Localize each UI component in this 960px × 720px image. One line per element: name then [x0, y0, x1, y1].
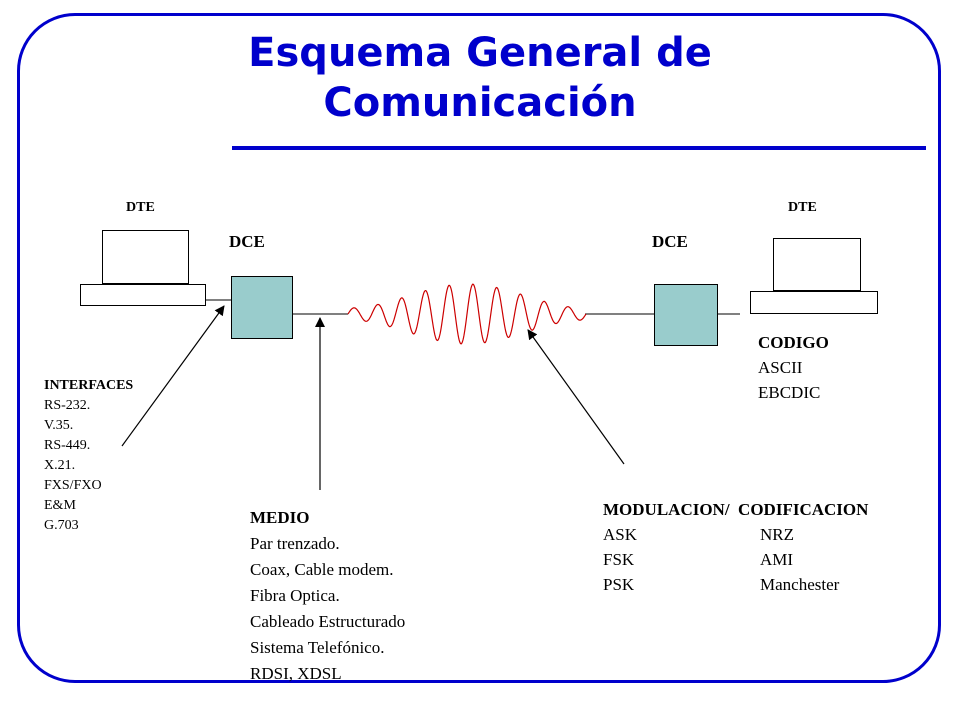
modulacion-type: PSK — [603, 575, 635, 594]
modulacion-row: PSK Manchester — [603, 572, 868, 597]
interfaces-item: E&M — [44, 498, 76, 513]
modulacion-row: FSK AMI — [603, 547, 868, 572]
dte-right-label: DTE — [788, 200, 817, 215]
interfaces-heading: INTERFACES — [44, 378, 134, 393]
title-underline — [232, 146, 926, 150]
interfaces-item: V.35. — [44, 418, 74, 433]
modulacion-heading: MODULACION/ CODIFICACION — [603, 500, 869, 519]
modulacion-row: ASK NRZ — [603, 522, 868, 547]
dce-right-box — [654, 284, 718, 346]
dte-right-monitor — [773, 238, 861, 291]
signal-wave — [347, 283, 587, 345]
medio-item: Coax, Cable modem. — [250, 560, 394, 579]
slide-title: Esquema General de Comunicación — [150, 28, 810, 128]
interfaces-item: G.703 — [44, 518, 79, 533]
dce-left-box — [231, 276, 293, 339]
codigo-item: ASCII — [758, 358, 803, 377]
interfaces-item: FXS/FXO — [44, 478, 102, 493]
modulacion-block: MODULACION/ CODIFICACION ASK NRZ FSK AMI P… — [603, 497, 868, 597]
codificacion-type: NRZ — [760, 525, 794, 544]
dce-left-label: DCE — [229, 232, 265, 251]
codigo-item: EBCDIC — [758, 383, 821, 402]
dte-left-monitor — [102, 230, 189, 284]
dce-right-label: DCE — [652, 232, 688, 251]
interfaces-block: INTERFACES RS-232. V.35. RS-449. X.21. F… — [44, 376, 133, 536]
codigo-block: CODIGO ASCII EBCDIC — [758, 330, 829, 405]
title-line-2: Comunicación — [323, 80, 637, 126]
medio-item: Par trenzado. — [250, 534, 340, 553]
slide-frame — [17, 13, 941, 683]
dte-left-keyboard — [80, 284, 206, 306]
codigo-heading: CODIGO — [758, 333, 829, 352]
dte-left-label: DTE — [126, 200, 155, 215]
title-line-1: Esquema General de — [248, 30, 712, 76]
medio-item: Cableado Estructurado — [250, 612, 406, 631]
medio-item: Fibra Optica. — [250, 586, 340, 605]
arrow-interfaces — [121, 305, 225, 447]
interfaces-item: RS-449. — [44, 438, 91, 453]
codificacion-type: AMI — [760, 550, 794, 569]
dte-right-keyboard — [750, 291, 878, 314]
arrow-modulacion — [527, 329, 625, 465]
interfaces-item: X.21. — [44, 458, 76, 473]
medio-block: MEDIO Par trenzado. Coax, Cable modem. F… — [250, 505, 405, 687]
codificacion-type: Manchester — [760, 575, 840, 594]
medio-heading: MEDIO — [250, 508, 310, 527]
modulacion-type: ASK — [603, 525, 638, 544]
medio-item: Sistema Telefónico. — [250, 638, 385, 657]
modulacion-type: FSK — [603, 550, 635, 569]
medio-item: RDSI, XDSL — [250, 664, 342, 683]
interfaces-item: RS-232. — [44, 398, 91, 413]
